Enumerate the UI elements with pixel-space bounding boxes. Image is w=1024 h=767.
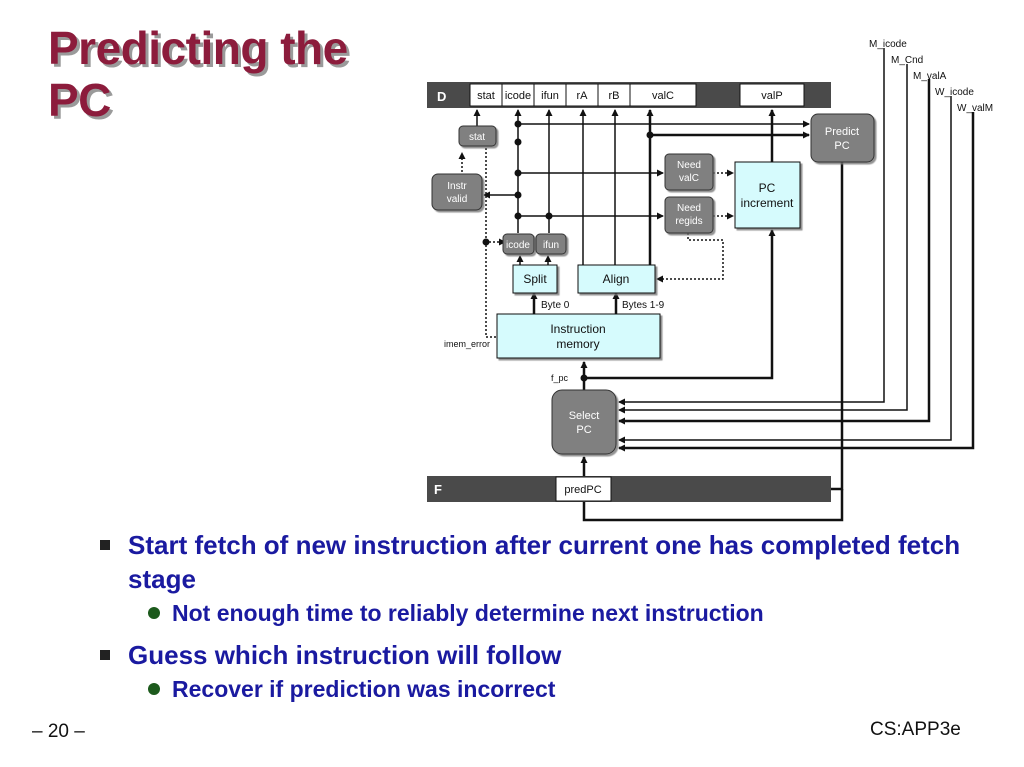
slide-title-line1: Predicting the <box>48 22 348 74</box>
d-field-icode: icode <box>505 90 531 102</box>
wire-junctions <box>482 120 654 382</box>
slide-title: Predicting the PC <box>48 22 428 126</box>
square-bullet-icon <box>100 540 110 550</box>
svg-text:Align: Align <box>603 272 630 286</box>
sub-bullet-text: Recover if prediction was incorrect <box>172 676 556 702</box>
signal-m-vala: M_valA <box>913 71 947 82</box>
svg-text:valC: valC <box>679 173 699 184</box>
svg-text:stat: stat <box>469 132 485 143</box>
bullet-item: Start fetch of new instruction after cur… <box>100 528 1000 596</box>
f-pc-label: f_pc <box>551 373 569 383</box>
d-fields: stat icode ifun rA rB valC valP <box>469 83 805 107</box>
signal-m-cnd: M_Cnd <box>891 55 923 66</box>
svg-text:Instr: Instr <box>447 181 467 192</box>
d-field-ifun: ifun <box>541 90 559 102</box>
square-bullet-icon <box>100 650 110 660</box>
svg-text:Instruction: Instruction <box>550 322 605 336</box>
align-block: Align <box>577 264 656 294</box>
ifun-block: ifun <box>535 233 567 255</box>
byte0-label: Byte 0 <box>541 300 570 311</box>
d-field-stat: stat <box>477 90 495 102</box>
page-number: – 20 – <box>32 721 85 742</box>
svg-text:Need: Need <box>677 160 701 171</box>
svg-text:PC: PC <box>834 140 849 152</box>
svg-text:ifun: ifun <box>543 240 559 251</box>
d-stage-register: D stat icode ifun rA rB valC valP <box>427 82 831 108</box>
f-field-predpc: predPC <box>564 484 601 496</box>
svg-text:memory: memory <box>556 337 599 351</box>
f-stage-register: F predPC <box>427 476 831 502</box>
wire-labels: Byte 0 Bytes 1-9 imem_error f_pc <box>444 300 665 383</box>
stat-block: stat <box>458 125 497 147</box>
svg-text:regids: regids <box>675 216 702 227</box>
svg-text:Need: Need <box>677 203 701 214</box>
svg-text:Split: Split <box>523 272 547 286</box>
d-field-rb: rB <box>609 90 620 102</box>
sub-bullet-text: Not enough time to reliably determine ne… <box>172 600 764 626</box>
round-bullet-icon <box>148 683 160 695</box>
d-field-ra: rA <box>577 90 589 102</box>
bytes19-label: Bytes 1-9 <box>622 300 665 311</box>
svg-text:PC: PC <box>576 424 591 436</box>
bullet-text: Guess which instruction will follow <box>128 640 562 670</box>
imem-error-label: imem_error <box>444 339 490 349</box>
f-stage-label: F <box>434 482 442 497</box>
select-pc-block: Select PC <box>551 389 617 455</box>
svg-text:Predict: Predict <box>825 126 859 138</box>
d-stage-label: D <box>437 89 446 104</box>
sub-bullet-item: Not enough time to reliably determine ne… <box>100 598 1000 628</box>
pc-increment-block: PC increment <box>734 161 801 229</box>
signal-m-icode: M_icode <box>869 39 907 50</box>
bullet-text: Start fetch of new instruction after cur… <box>128 530 961 594</box>
sub-bullet-item: Recover if prediction was incorrect <box>100 674 1000 704</box>
slide-title-line2: PC <box>48 74 111 126</box>
signal-w-valm: W_valM <box>957 103 993 114</box>
fetch-stage-diagram: D stat icode ifun rA rB valC valP stat I… <box>427 39 993 522</box>
signal-w-icode: W_icode <box>935 87 974 98</box>
bullet-list: Start fetch of new instruction after cur… <box>100 528 1000 714</box>
split-block: Split <box>512 264 558 294</box>
need-valc-block: Need valC <box>664 153 714 191</box>
round-bullet-icon <box>148 607 160 619</box>
icode-block: icode <box>502 233 535 255</box>
svg-text:Select: Select <box>569 410 600 422</box>
instruction-memory-block: Instruction memory <box>496 313 661 359</box>
bullet-item: Guess which instruction will follow <box>100 638 1000 672</box>
svg-text:increment: increment <box>741 196 794 210</box>
instr-valid-block: Instr valid <box>431 173 483 211</box>
need-regids-block: Need regids <box>664 196 714 234</box>
d-field-valc: valC <box>652 90 674 102</box>
svg-text:icode: icode <box>506 240 530 251</box>
signal-labels: M_icode M_Cnd M_valA W_icode W_valM <box>869 39 993 114</box>
predict-pc-block: Predict PC <box>810 113 875 163</box>
svg-text:PC: PC <box>759 181 776 195</box>
footer-course-label: CS:APP3e <box>870 719 961 740</box>
svg-text:valid: valid <box>447 194 468 205</box>
d-field-valp: valP <box>761 90 782 102</box>
